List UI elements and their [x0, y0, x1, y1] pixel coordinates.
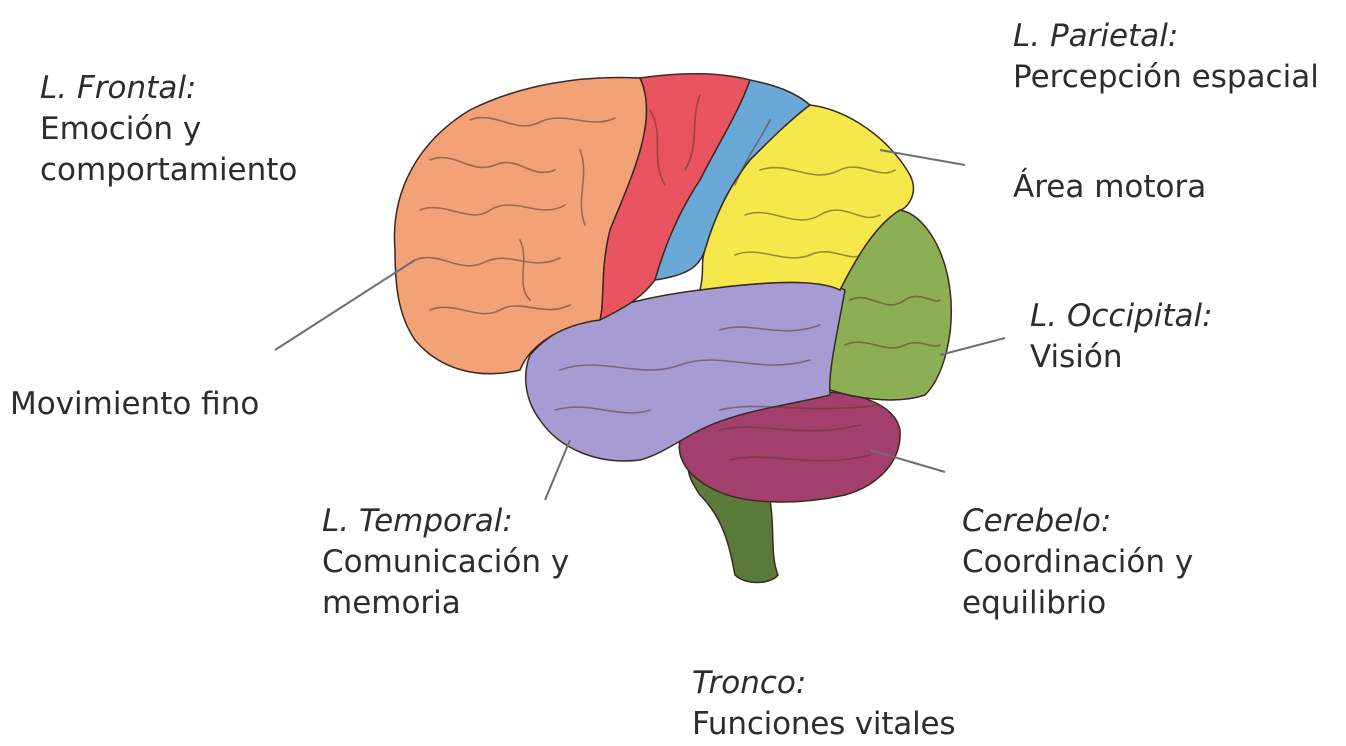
- leader-line-fino: [274, 259, 416, 351]
- cerebellum-label: Cerebelo: Coordinación y equilibrio: [962, 501, 1193, 625]
- brain-folds: [414, 94, 941, 462]
- cerebellum-desc-line2: equilibrio: [962, 585, 1107, 622]
- temporal-lobe-label: L. Temporal: Comunicación y memoria: [322, 501, 569, 625]
- parietal-lobe-desc: Percepción espacial: [1013, 59, 1319, 96]
- motor-area-desc: Área motora: [1013, 169, 1207, 205]
- brainstem-desc: Funciones vitales: [692, 706, 956, 743]
- brainstem-label: Tronco: Funciones vitales: [692, 663, 956, 745]
- frontal-lobe-desc-line2: comportamiento: [40, 152, 298, 189]
- frontal-lobe-title: L. Frontal:: [40, 70, 197, 106]
- leader-line-cerebelo: [869, 449, 946, 473]
- parietal-lobe-title: L. Parietal:: [1013, 18, 1179, 54]
- occipital-lobe-title: L. Occipital:: [1030, 298, 1213, 334]
- frontal-lobe-desc-line1: Emoción y: [40, 111, 202, 148]
- motor-area-label: Área motora: [1013, 167, 1206, 208]
- leader-line-occipital: [939, 337, 1006, 356]
- leader-line-motora: [879, 149, 966, 166]
- occipital-lobe-desc: Visión: [1030, 339, 1123, 376]
- temporal-lobe-desc-line1: Comunicación y: [322, 544, 570, 581]
- fine-movement-desc: Movimiento fino: [10, 386, 260, 422]
- temporal-lobe-title: L. Temporal:: [322, 503, 513, 539]
- brainstem-title: Tronco:: [692, 665, 807, 701]
- leader-line-temporal: [544, 439, 571, 501]
- frontal-lobe-label: L. Frontal: Emoción y comportamiento: [40, 68, 297, 192]
- fine-movement-label: Movimiento fino: [10, 384, 259, 425]
- leader-lines: [274, 149, 1006, 501]
- cerebellum-desc-line1: Coordinación y: [962, 544, 1194, 581]
- temporal-lobe-desc-line2: memoria: [322, 585, 461, 622]
- cerebellum-title: Cerebelo:: [962, 503, 1112, 539]
- occipital-lobe-label: L. Occipital: Visión: [1030, 296, 1213, 378]
- parietal-lobe-label: L. Parietal: Percepción espacial: [1013, 16, 1319, 98]
